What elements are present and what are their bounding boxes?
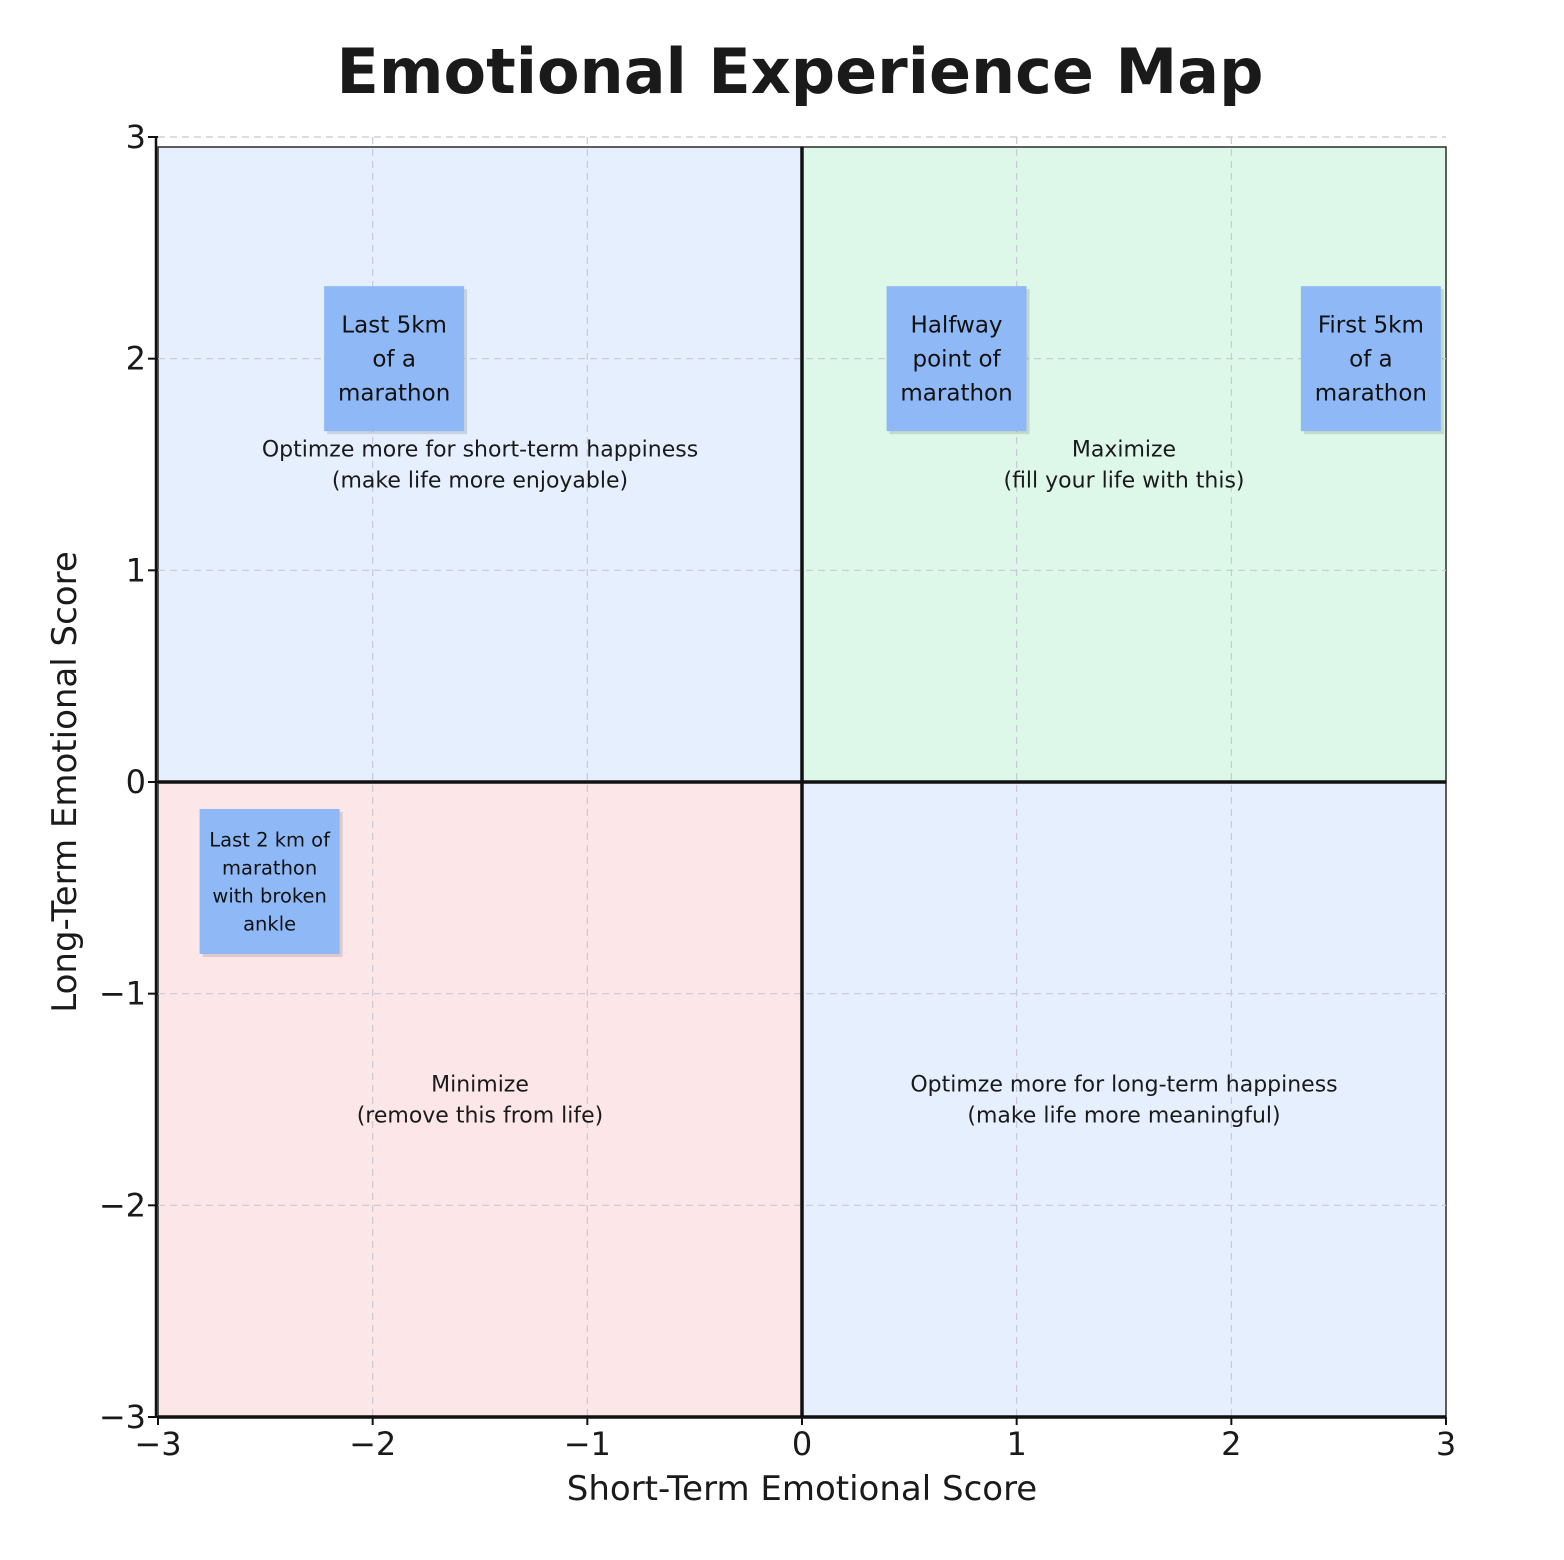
quadrant-label-top-right: Maximize(fill your life with this) xyxy=(1003,438,1244,494)
x-tick-label: 1 xyxy=(1006,1425,1026,1463)
sticky-note-paper xyxy=(1300,286,1441,432)
x-tick-label: 2 xyxy=(1221,1425,1241,1463)
quadrant-bottom-right xyxy=(801,781,1447,1418)
chart-title: Emotional Experience Map xyxy=(337,35,1264,108)
x-tick-label: −3 xyxy=(134,1425,181,1463)
grid-layer xyxy=(158,136,1446,1417)
sticky-note-paper xyxy=(199,808,340,954)
y-tick-label: −2 xyxy=(99,1186,146,1224)
y-tick-label: 0 xyxy=(126,763,146,801)
y-tick-label: −1 xyxy=(99,975,146,1013)
x-tick-label: −2 xyxy=(349,1425,396,1463)
quadrant-top-left xyxy=(157,146,803,783)
sticky-note-paper xyxy=(886,286,1027,432)
x-axis-label: Short-Term Emotional Score xyxy=(567,1469,1037,1509)
x-tick-label: 0 xyxy=(792,1425,812,1463)
x-tick-label: −1 xyxy=(564,1425,611,1463)
x-tick-label: 3 xyxy=(1436,1425,1456,1463)
y-tick-label: 2 xyxy=(126,340,146,378)
y-tick-label: 1 xyxy=(126,551,146,589)
quadrant-label-bottom-left: Minimize(remove this from life) xyxy=(357,1073,604,1129)
y-axis-label: Long-Term Emotional Score xyxy=(45,551,85,1013)
y-tick-label: −3 xyxy=(99,1398,146,1436)
sticky-note-paper xyxy=(324,286,465,432)
quadrant-label-bottom-right: Optimze more for long-term happiness(mak… xyxy=(910,1073,1337,1129)
quadrant-label-layer: Optimze more for short-term happiness(ma… xyxy=(262,438,1338,1129)
quadrant-label-top-left: Optimze more for short-term happiness(ma… xyxy=(262,438,698,494)
tick-layer: −3 −2 −1 0 1 2 3 −3 −2 −1 0 1 2 3 xyxy=(99,118,1456,1463)
y-tick-label: 3 xyxy=(126,118,146,156)
quadrant-top-right xyxy=(801,146,1447,783)
quadrant-layer xyxy=(157,146,1447,1418)
